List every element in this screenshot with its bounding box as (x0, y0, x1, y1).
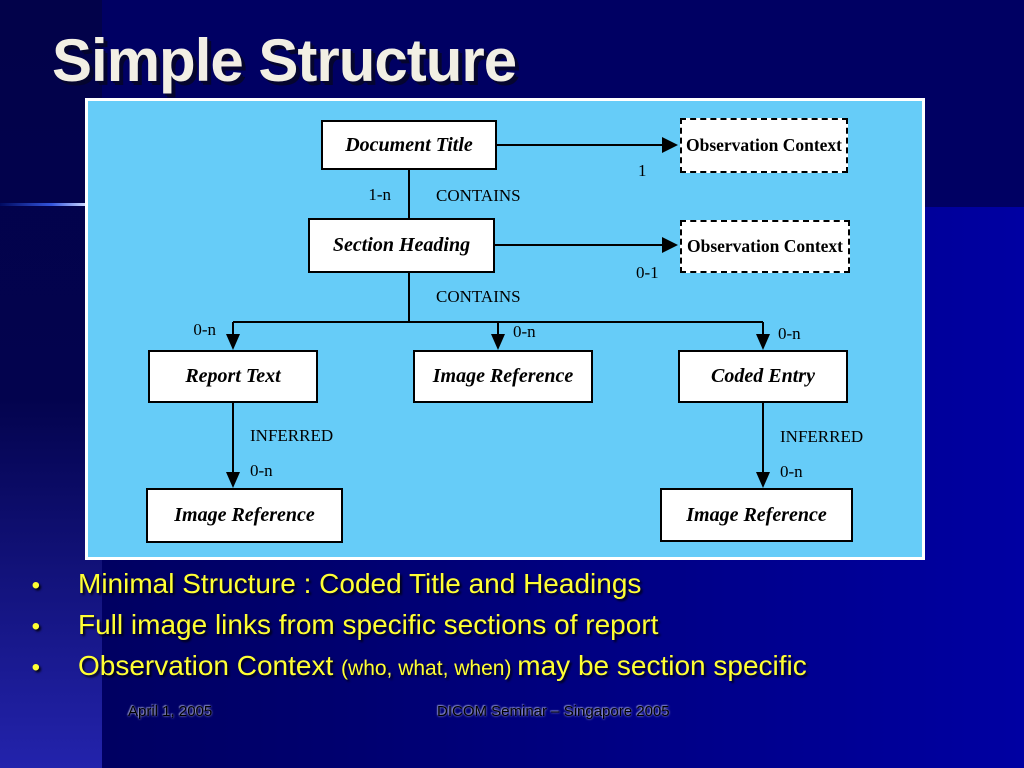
relation-label-inferred-left: INFERRED (250, 426, 334, 445)
bullet-text: Observation Context (78, 650, 342, 681)
bullet-icon: • (31, 613, 40, 640)
bullet-list: • Minimal Structure : Coded Title and He… (0, 568, 1000, 691)
bullet-text: Full image links from specific sections … (78, 609, 659, 640)
bullet-item: • Minimal Structure : Coded Title and He… (0, 568, 1000, 609)
cardinality-label-0-n-left: 0-n (193, 320, 216, 339)
diagram-panel: Document Title Observation Context Secti… (85, 98, 925, 560)
cardinality-label-1: 1 (638, 161, 647, 180)
cardinality-label-0-n-right: 0-n (778, 324, 801, 343)
bullet-icon: • (31, 572, 40, 599)
cardinality-label-0-n-mid: 0-n (513, 322, 536, 341)
cardinality-label-0-n-inferred-right: 0-n (780, 462, 803, 481)
node-coded-entry: Coded Entry (678, 350, 848, 403)
slide-title: Simple Structure (52, 27, 517, 94)
footer-event: DICOM Seminar – Singapore 2005 (437, 703, 670, 720)
footer-date: April 1, 2005 (128, 703, 213, 720)
relation-label-contains-top: CONTAINS (436, 186, 521, 205)
relation-label-contains-bottom: CONTAINS (436, 287, 521, 306)
node-image-reference-bottom-left: Image Reference (146, 488, 343, 543)
node-report-text: Report Text (148, 350, 318, 403)
bullet-icon: • (31, 654, 40, 681)
node-document-title: Document Title (321, 120, 497, 170)
accent-divider-line (0, 203, 86, 206)
bullet-text-tail: may be section specific (517, 650, 807, 681)
node-image-reference-bottom-right: Image Reference (660, 488, 853, 542)
cardinality-label-1-n: 1-n (368, 185, 391, 204)
bullet-item: • Full image links from specific section… (0, 609, 1000, 650)
node-section-heading: Section Heading (308, 218, 495, 273)
cardinality-label-0-n-inferred-left: 0-n (250, 461, 273, 480)
bullet-text: Minimal Structure : Coded Title and Head… (78, 568, 642, 599)
bullet-text-small: (who, what, when) (341, 657, 518, 680)
cardinality-label-0-1: 0-1 (636, 263, 659, 282)
node-observation-context-mid: Observation Context (680, 220, 850, 273)
relation-label-inferred-right: INFERRED (780, 427, 864, 446)
bullet-item: • Observation Context (who, what, when) … (0, 650, 1000, 691)
diagram-connectors (226, 137, 770, 488)
node-image-reference-mid: Image Reference (413, 350, 593, 403)
node-observation-context-top: Observation Context (680, 118, 848, 173)
